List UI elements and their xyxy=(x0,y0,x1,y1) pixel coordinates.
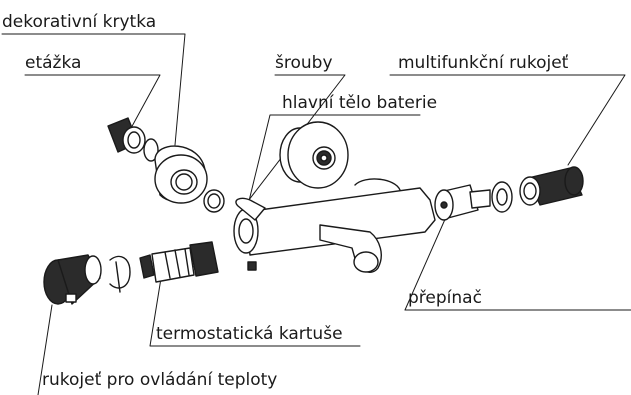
label-main-body: hlavní tělo baterie xyxy=(282,93,438,113)
diverter-part xyxy=(434,184,491,221)
thermostatic-cartridge-part xyxy=(139,241,219,283)
label-decorative-cap: dekorativní krytka xyxy=(2,12,157,32)
label-diverter: přepínač xyxy=(408,288,482,308)
wall-connector-part xyxy=(279,121,349,189)
leader-thermostatic-cartridge xyxy=(149,271,361,347)
stage-part xyxy=(107,117,159,162)
main-body-part xyxy=(233,178,436,273)
multifunction-handle-part xyxy=(519,166,584,206)
leader-temperature-handle xyxy=(37,304,53,395)
temperature-handle-part xyxy=(43,254,102,305)
leader-decorative-cap xyxy=(1,33,186,146)
leader-lines xyxy=(1,33,631,395)
leader-stage xyxy=(24,74,161,131)
label-temperature-handle: rukojeť pro ovládání teploty xyxy=(42,370,278,390)
leader-diverter-link xyxy=(404,207,451,311)
leader-screws xyxy=(244,74,346,206)
decorative-cap-part xyxy=(154,145,208,204)
label-stage: etážka xyxy=(25,53,82,73)
washer-part xyxy=(203,189,225,213)
diverter-ring-part xyxy=(491,181,513,213)
label-multifunction-handle: multifunkční rukojeť xyxy=(398,53,569,73)
retaining-clip-part xyxy=(109,255,131,293)
label-thermostatic-cartridge: termostatická kartuše xyxy=(156,324,343,344)
leader-main-body xyxy=(247,114,421,206)
leader-multifunction-handle xyxy=(389,74,626,166)
label-screws: šrouby xyxy=(275,53,333,73)
